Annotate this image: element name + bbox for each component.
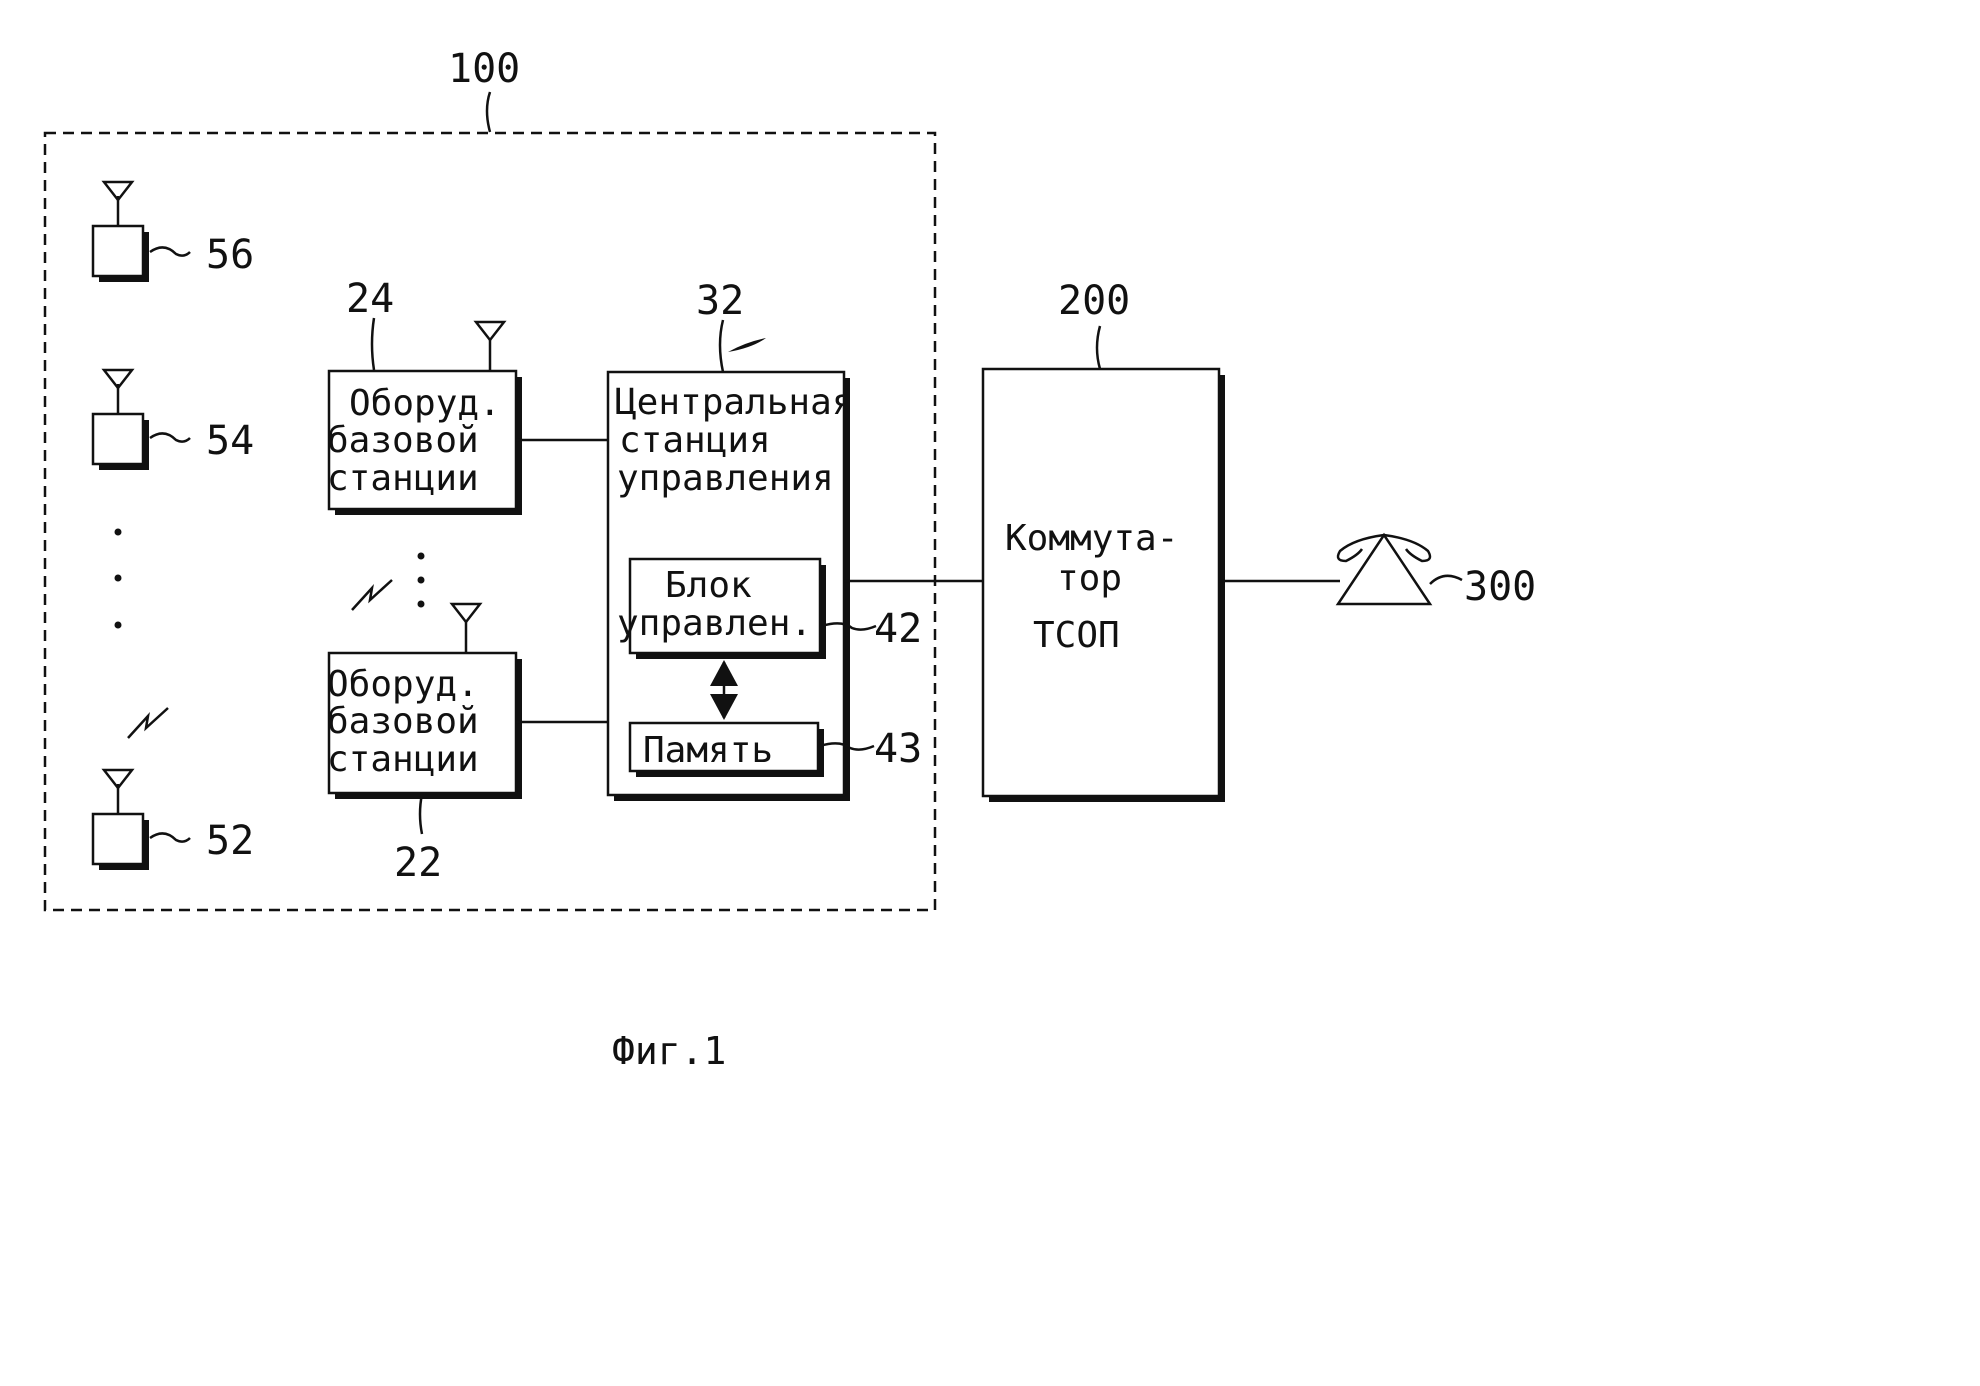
bs-22-ref: 22 <box>394 840 442 886</box>
bs-22-line-1: Оборуд. <box>327 664 479 705</box>
switch-line-2: тор <box>1057 558 1122 599</box>
block-diagram: 100 56 54 52 <box>43 46 1536 1073</box>
memory-43-ref: 43 <box>874 726 922 772</box>
control-line-2: станция <box>619 420 771 461</box>
ellipsis-dots <box>417 552 425 608</box>
bs-24-line-2: базовой <box>327 420 479 461</box>
telephone-icon: 300 <box>1335 532 1536 610</box>
memory-43: Память 43 <box>628 721 922 777</box>
antenna-icon <box>101 180 135 203</box>
control-station-32: 32 Центральная станция управления Блок у… <box>606 278 922 801</box>
control-unit-line-1: Блок <box>665 565 752 606</box>
bs-24-ref: 24 <box>346 276 394 322</box>
control-unit-42-ref: 42 <box>874 606 922 652</box>
antenna-icon <box>101 768 135 791</box>
radio-link-icon <box>351 579 393 611</box>
switch-line-3: ТСОП <box>1033 615 1120 656</box>
base-station-24: 24 Оборуд. базовой станции <box>327 276 522 515</box>
mobile-station-52: 52 <box>91 768 254 870</box>
pen-mark <box>728 338 766 352</box>
system-ref: 100 <box>448 46 520 92</box>
bs-24-line-3: станции <box>327 458 479 499</box>
antenna-icon <box>449 602 483 625</box>
control-unit-line-2: управлен. <box>617 603 812 644</box>
pstn-switch-200: 200 Коммута- тор ТСОП <box>981 278 1225 802</box>
mobile-station-56: 56 <box>91 180 254 282</box>
control-line-3: управления <box>617 458 834 499</box>
control-line-1: Центральная <box>615 382 853 423</box>
mobile-station-54: 54 <box>91 368 254 470</box>
antenna-icon <box>101 368 135 391</box>
base-station-22: 22 Оборуд. базовой станции <box>327 602 522 886</box>
radio-link-icon <box>127 707 169 739</box>
switch-200-ref: 200 <box>1058 278 1130 324</box>
control-32-ref: 32 <box>696 278 744 324</box>
bs-24-line-1: Оборуд. <box>349 383 501 424</box>
bs-22-line-3: станции <box>327 739 479 780</box>
control-unit-42: Блок управлен. 42 <box>617 557 922 659</box>
ms-54-ref: 54 <box>206 418 254 464</box>
system-leader <box>485 91 492 133</box>
phone-300-ref: 300 <box>1464 564 1536 610</box>
switch-line-1: Коммута- <box>1005 518 1178 559</box>
system-boundary <box>43 131 937 912</box>
ms-56-ref: 56 <box>206 232 254 278</box>
ms-52-ref: 52 <box>206 818 254 864</box>
ellipsis-dots <box>114 528 122 629</box>
memory-label: Память <box>643 730 773 771</box>
antenna-icon <box>473 320 507 343</box>
bs-22-line-2: базовой <box>327 701 479 742</box>
figure-caption: Фиг.1 <box>612 1029 726 1073</box>
bidirectional-arrow-icon <box>710 660 738 720</box>
